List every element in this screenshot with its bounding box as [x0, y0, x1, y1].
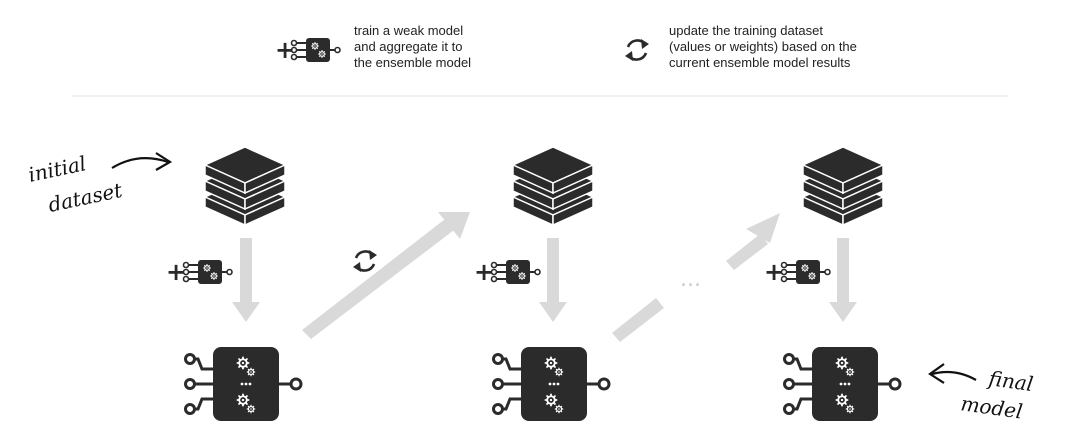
- diagonal-arrow-1: [302, 216, 458, 339]
- diagonal-arrow-2-segment-b: [726, 234, 768, 270]
- weak-model-icon-1: [184, 260, 233, 284]
- dataset-stack-3: [802, 146, 884, 226]
- legend-train-line-3: the ensemble model: [354, 55, 472, 70]
- plus-icon: +: [275, 36, 295, 64]
- final-ensemble-model: [785, 347, 901, 421]
- between-dots: ...: [680, 267, 701, 292]
- dataset-label: dataset: [46, 178, 125, 217]
- plus-icon-2: +: [474, 258, 494, 286]
- final-pointer-arrow: [931, 370, 977, 381]
- dataset-stack-2: [512, 146, 594, 226]
- weak-model-icon: [292, 38, 341, 62]
- legend-update-line-2: (values or weights) based on the: [669, 39, 857, 54]
- down-arrow-1: [240, 238, 252, 302]
- model-label: model: [959, 391, 1024, 423]
- ensemble-model-2: [494, 347, 610, 421]
- weak-model-icon-2: [492, 260, 541, 284]
- plus-icon-1: +: [166, 258, 186, 286]
- legend-update-description: update the training dataset (values or w…: [669, 23, 909, 71]
- final-model-annotation: final model: [928, 363, 1035, 424]
- down-arrow-3: [837, 238, 849, 302]
- diagonal-arrow-2-head: [746, 213, 780, 243]
- down-arrow-1-head: [232, 302, 260, 322]
- legend-train-description: train a weak model and aggregate it to t…: [354, 23, 594, 71]
- initial-dataset-annotation: initial dataset: [26, 151, 173, 217]
- refresh-icon: [623, 37, 651, 63]
- dataset-stack-1: [204, 146, 286, 226]
- legend-update-line-1: update the training dataset: [669, 23, 823, 38]
- refresh-icon-step: [351, 248, 379, 274]
- down-arrow-3-head: [829, 302, 857, 322]
- legend-train-line-2: and aggregate it to: [354, 39, 463, 54]
- initial-label: initial: [26, 151, 88, 187]
- diagonal-arrow-2-segment-a: [612, 298, 664, 342]
- legend-train-line-1: train a weak model: [354, 23, 464, 38]
- weak-model-icon-3: [782, 260, 831, 284]
- ensemble-model-1: [186, 347, 302, 421]
- down-arrow-2: [547, 238, 559, 302]
- legend-update-line-3: current ensemble model results: [669, 55, 851, 70]
- plus-icon-3: +: [764, 258, 784, 286]
- down-arrow-2-head: [539, 302, 567, 322]
- initial-pointer-arrow: [111, 157, 169, 169]
- flow-arrows: [232, 212, 857, 342]
- final-label: final: [985, 366, 1034, 396]
- legend-train-icon: +: [275, 36, 340, 64]
- diagonal-arrow-1-head: [438, 212, 470, 239]
